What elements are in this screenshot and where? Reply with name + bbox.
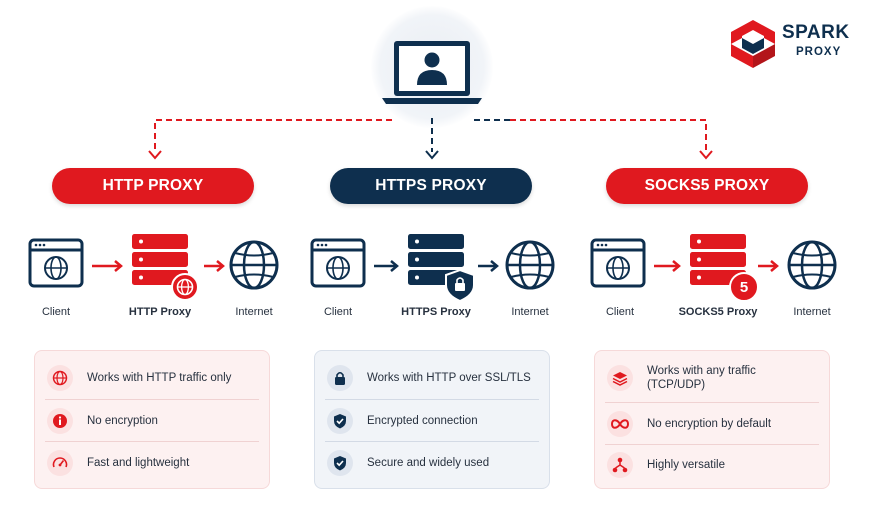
socks5-badge: 5 bbox=[729, 272, 759, 302]
shield-check-icon bbox=[327, 450, 353, 476]
client-browser-icon bbox=[28, 238, 84, 288]
feature-row: Encrypted connection bbox=[315, 400, 549, 442]
laptop-user-icon bbox=[382, 41, 482, 104]
feature-text-line2: (TCP/UDP) bbox=[647, 379, 706, 391]
divider bbox=[605, 444, 819, 445]
feature-text: No encryption by default bbox=[647, 418, 772, 430]
feature-text: No encryption bbox=[87, 415, 158, 427]
https-flow bbox=[310, 234, 555, 302]
feature-row: No encryption bbox=[35, 400, 269, 442]
socks5-proxy-title: SOCKS5 PROXY bbox=[606, 168, 808, 204]
internet-label: Internet bbox=[793, 306, 831, 318]
socks5-flow bbox=[590, 234, 837, 290]
info-icon bbox=[47, 408, 73, 434]
client-label: Client bbox=[41, 306, 71, 318]
feature-row: Highly versatile bbox=[595, 444, 829, 486]
arrow-right-icon bbox=[374, 260, 399, 272]
arrow-right-icon bbox=[758, 260, 779, 272]
brand-sub: PROXY bbox=[796, 46, 842, 58]
feature-text-line1: Works with any traffic bbox=[647, 365, 756, 377]
infinity-icon bbox=[607, 411, 633, 437]
lock-icon bbox=[327, 365, 353, 391]
proxy-label: HTTPS Proxy bbox=[401, 306, 471, 318]
http-proxy-title: HTTP PROXY bbox=[52, 168, 254, 204]
network-icon bbox=[607, 452, 633, 478]
feature-text: Fast and lightweight bbox=[87, 457, 190, 469]
divider bbox=[45, 441, 259, 442]
feature-row: Works with HTTP over SSL/TLS bbox=[315, 357, 549, 399]
feature-row: Works with any traffic (TCP/UDP) bbox=[595, 357, 829, 399]
shield-check-icon bbox=[327, 408, 353, 434]
divider bbox=[325, 441, 539, 442]
https-proxy-title: HTTPS PROXY bbox=[330, 168, 532, 204]
feature-row: Secure and widely used bbox=[315, 442, 549, 484]
lock-shield-badge-icon bbox=[445, 268, 475, 302]
connector-lines bbox=[148, 118, 713, 160]
internet-label: Internet bbox=[235, 306, 273, 318]
proxy-label: SOCKS5 Proxy bbox=[678, 306, 758, 318]
http-features-card: Works with HTTP traffic only No encrypti… bbox=[34, 350, 270, 489]
socks5-badge-number: 5 bbox=[739, 278, 749, 296]
internet-globe-icon bbox=[229, 240, 279, 290]
globe-badge-icon bbox=[171, 273, 199, 301]
feature-text: Encrypted connection bbox=[367, 415, 478, 427]
feature-text: Secure and widely used bbox=[367, 457, 490, 469]
feature-text: Works with any traffic (TCP/UDP) bbox=[647, 364, 756, 392]
https-features-card: Works with HTTP over SSL/TLS Encrypted c… bbox=[314, 350, 550, 489]
globe-icon bbox=[47, 365, 73, 391]
divider bbox=[45, 399, 259, 400]
arrow-right-icon bbox=[478, 260, 499, 272]
feature-text: Highly versatile bbox=[647, 459, 725, 471]
feature-text: Works with HTTP traffic only bbox=[87, 372, 232, 384]
client-browser-icon bbox=[310, 238, 366, 288]
speedometer-icon bbox=[47, 450, 73, 476]
divider bbox=[325, 399, 539, 400]
divider bbox=[605, 402, 819, 403]
arrow-right-icon bbox=[654, 260, 681, 272]
feature-row: Fast and lightweight bbox=[35, 442, 269, 484]
feature-text: Works with HTTP over SSL/TLS bbox=[367, 372, 531, 384]
http-flow bbox=[28, 234, 279, 301]
internet-globe-icon bbox=[787, 240, 837, 290]
layers-icon bbox=[607, 365, 633, 391]
arrow-right-icon bbox=[204, 260, 225, 272]
socks5-features-card: Works with any traffic (TCP/UDP) No encr… bbox=[594, 350, 830, 489]
proxy-label: HTTP Proxy bbox=[128, 306, 192, 318]
feature-row: No encryption by default bbox=[595, 403, 829, 445]
internet-label: Internet bbox=[511, 306, 549, 318]
arrow-right-icon bbox=[92, 260, 123, 272]
spark-logo-icon bbox=[731, 20, 775, 68]
feature-row: Works with HTTP traffic only bbox=[35, 357, 269, 399]
client-label: Client bbox=[605, 306, 635, 318]
brand-name: SPARK bbox=[782, 22, 850, 43]
client-browser-icon bbox=[590, 238, 646, 288]
server-icon bbox=[132, 234, 188, 285]
internet-globe-icon bbox=[505, 240, 555, 290]
client-label: Client bbox=[323, 306, 353, 318]
